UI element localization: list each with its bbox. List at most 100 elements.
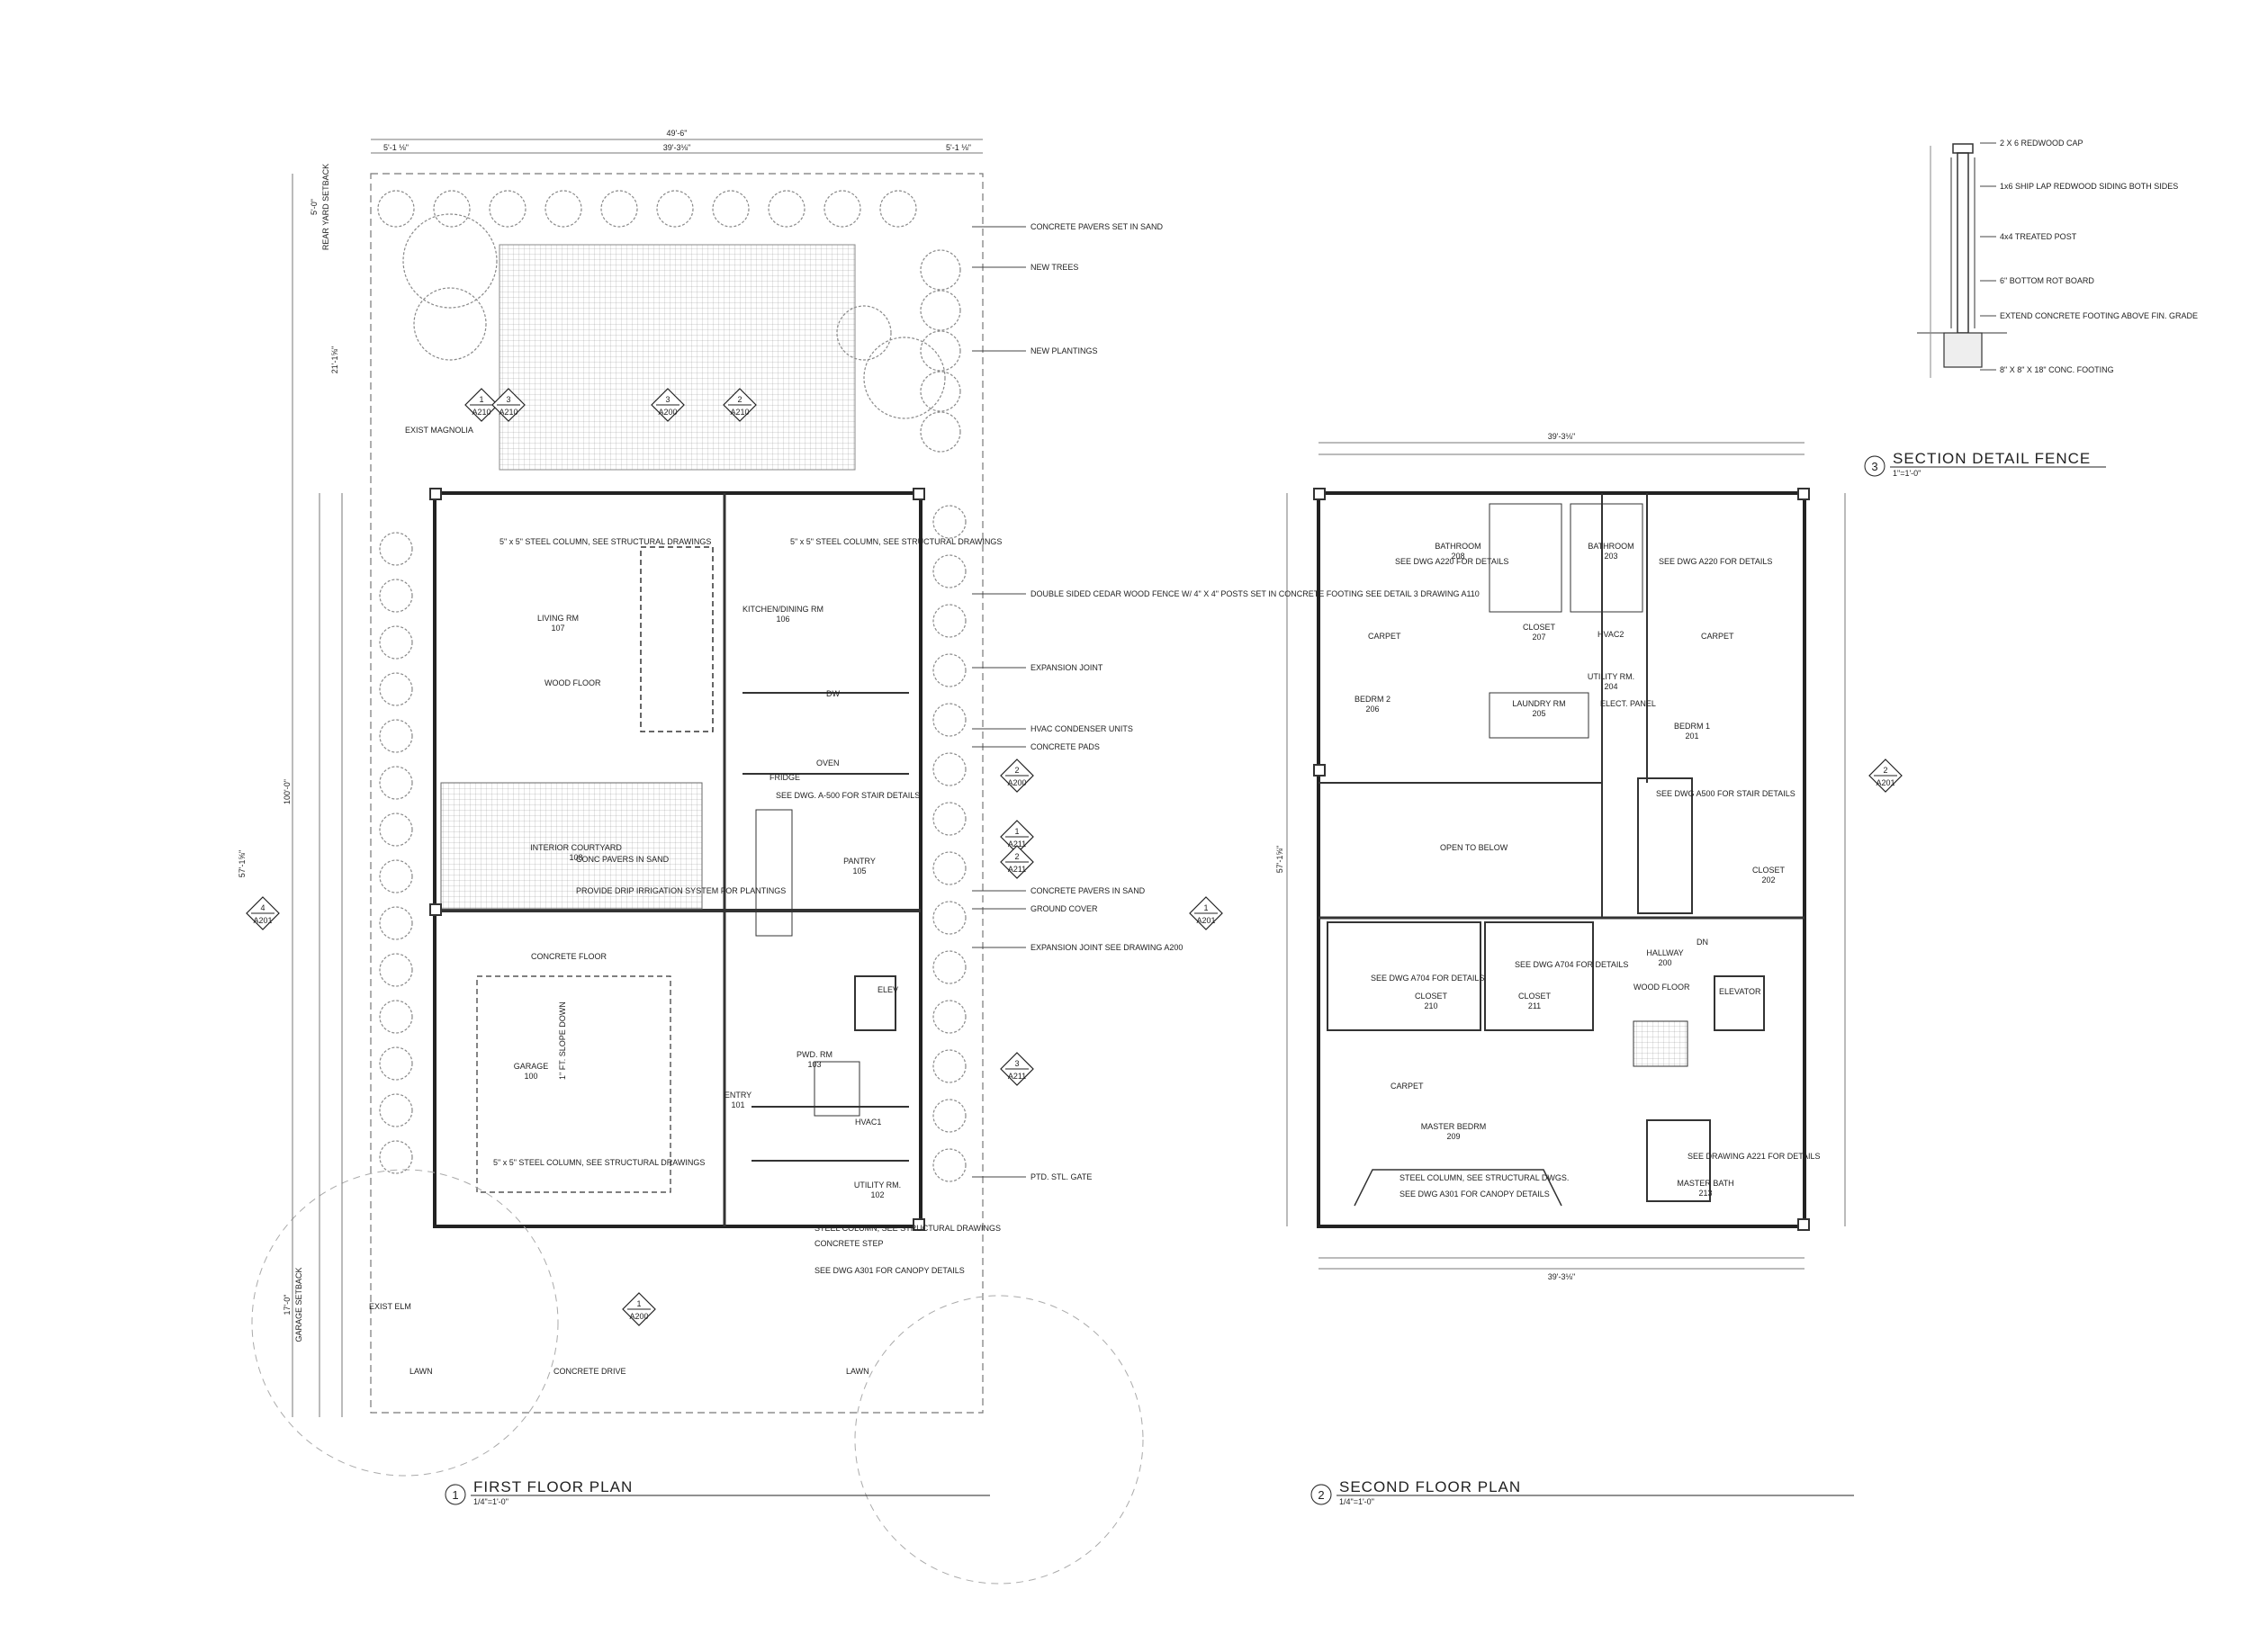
title-block-2: 2 SECOND FLOOR PLAN 1/4"=1'-0" [1310, 1478, 1854, 1506]
tree-symbol [544, 190, 582, 228]
svg-text:OVEN: OVEN [816, 759, 840, 768]
room-number: 210 [1424, 1001, 1437, 1010]
tree-symbol [836, 305, 892, 361]
svg-text:5" x 5" STEEL COLUMN, SEE STRU: 5" x 5" STEEL COLUMN, SEE STRUCTURAL DRA… [790, 537, 1002, 546]
svg-text:SEE DWG A704 FOR DETAILS: SEE DWG A704 FOR DETAILS [1515, 960, 1628, 969]
tree-symbol [932, 703, 967, 737]
tree-symbol [489, 190, 526, 228]
room-number: 211 [1528, 1001, 1541, 1010]
room-number: 107 [551, 624, 564, 633]
tree-symbols [377, 190, 967, 1182]
tree-symbol [413, 287, 487, 361]
room-label: MASTER BEDRM [1421, 1122, 1487, 1131]
svg-text:CONC PAVERS IN SAND: CONC PAVERS IN SAND [576, 855, 670, 864]
callout-note: EXPANSION JOINT SEE DRAWING A200 [1030, 943, 1183, 952]
svg-text:3: 3 [1014, 1059, 1019, 1068]
room-number: 101 [731, 1100, 744, 1109]
building-outline [433, 491, 922, 1228]
svg-text:1/4"=1'-0": 1/4"=1'-0" [473, 1497, 508, 1506]
svg-text:100'-0": 100'-0" [283, 779, 292, 804]
tree-symbol [379, 813, 413, 847]
tree-symbol [379, 672, 413, 706]
svg-text:A210: A210 [730, 408, 749, 417]
courtyard [440, 782, 703, 910]
tree-symbol [379, 953, 413, 987]
room-number: 108 [569, 853, 582, 862]
room-label: BEDRM 2 [1354, 695, 1390, 704]
room-label: BATHROOM [1435, 542, 1480, 551]
room-label: UTILITY RM. [1588, 672, 1634, 681]
svg-text:DW: DW [826, 689, 840, 698]
tree-symbol [932, 802, 967, 836]
tree-symbol [920, 371, 961, 412]
svg-text:3: 3 [506, 395, 510, 404]
svg-text:A211: A211 [1008, 865, 1026, 874]
svg-text:1: 1 [452, 1488, 458, 1502]
svg-text:SEE DWG A301 FOR CANOPY DETAIL: SEE DWG A301 FOR CANOPY DETAILS [814, 1266, 965, 1275]
first-floor-title: FIRST FLOOR PLAN [473, 1478, 633, 1495]
svg-text:LAWN: LAWN [410, 1367, 433, 1376]
fence-note: EXTEND CONCRETE FOOTING ABOVE FIN. GRADE [2000, 311, 2198, 320]
fence-section-detail [1917, 143, 2007, 378]
tree-symbol [379, 532, 413, 566]
tree-symbol [824, 190, 861, 228]
tree-symbol [932, 1049, 967, 1083]
tree-symbol [932, 1000, 967, 1034]
callout-note: CONCRETE PADS [1030, 742, 1100, 751]
tree-symbol [932, 604, 967, 638]
callout-note: CONCRETE PAVERS IN SAND [1030, 886, 1146, 895]
svg-text:5'-1 ⅛": 5'-1 ⅛" [383, 143, 409, 152]
svg-text:2: 2 [1014, 766, 1019, 775]
tree-symbol [920, 411, 961, 453]
svg-text:CARPET: CARPET [1368, 632, 1401, 641]
tree-symbol [932, 901, 967, 935]
svg-text:A201: A201 [1196, 916, 1215, 925]
svg-text:5'-1 ⅛": 5'-1 ⅛" [946, 143, 971, 152]
svg-text:2: 2 [1318, 1488, 1324, 1502]
tree-symbol [379, 625, 413, 660]
svg-text:1/4"=1'-0": 1/4"=1'-0" [1339, 1497, 1374, 1506]
svg-text:3: 3 [665, 395, 670, 404]
tree-symbol [402, 213, 498, 309]
tree-symbol [379, 1046, 413, 1081]
room-number: 206 [1365, 705, 1379, 714]
svg-text:3: 3 [1871, 460, 1877, 473]
tree-symbol [920, 330, 961, 372]
svg-text:A200: A200 [658, 408, 677, 417]
tree-symbol [433, 190, 471, 228]
room-label: PANTRY [843, 857, 876, 866]
callout-note: NEW TREES [1030, 263, 1078, 272]
svg-text:39'-3⅛": 39'-3⅛" [1548, 1272, 1575, 1281]
fence-note: 1x6 SHIP LAP REDWOOD SIDING BOTH SIDES [2000, 182, 2178, 191]
svg-text:A211: A211 [1008, 1072, 1026, 1081]
room-number: 213 [1698, 1189, 1712, 1198]
tree-symbol [863, 337, 946, 419]
svg-text:A200: A200 [629, 1312, 648, 1321]
svg-text:1" FT. SLOPE DOWN: 1" FT. SLOPE DOWN [558, 1001, 567, 1080]
first-floor-plan [251, 139, 1144, 1585]
svg-text:4: 4 [260, 903, 265, 912]
svg-text:FRIDGE: FRIDGE [770, 773, 800, 782]
room-number: 208 [1451, 552, 1464, 561]
fence-note: 2 X 6 REDWOOD CAP [2000, 139, 2084, 148]
callout-note: GROUND COVER [1030, 904, 1098, 913]
svg-text:SEE DWG A500 FOR STAIR DETAILS: SEE DWG A500 FOR STAIR DETAILS [1656, 789, 1796, 798]
room-label: PWD. RM [796, 1050, 832, 1059]
svg-text:5" x 5" STEEL COLUMN, SEE STRU: 5" x 5" STEEL COLUMN, SEE STRUCTURAL DRA… [500, 537, 711, 546]
tree-symbol [656, 190, 694, 228]
fence-note: 6" BOTTOM ROT BOARD [2000, 276, 2094, 285]
svg-text:ELEV: ELEV [878, 985, 898, 994]
room-number: 102 [870, 1190, 884, 1199]
tree-symbol [932, 752, 967, 786]
second-floor-plan [1286, 442, 1846, 1270]
